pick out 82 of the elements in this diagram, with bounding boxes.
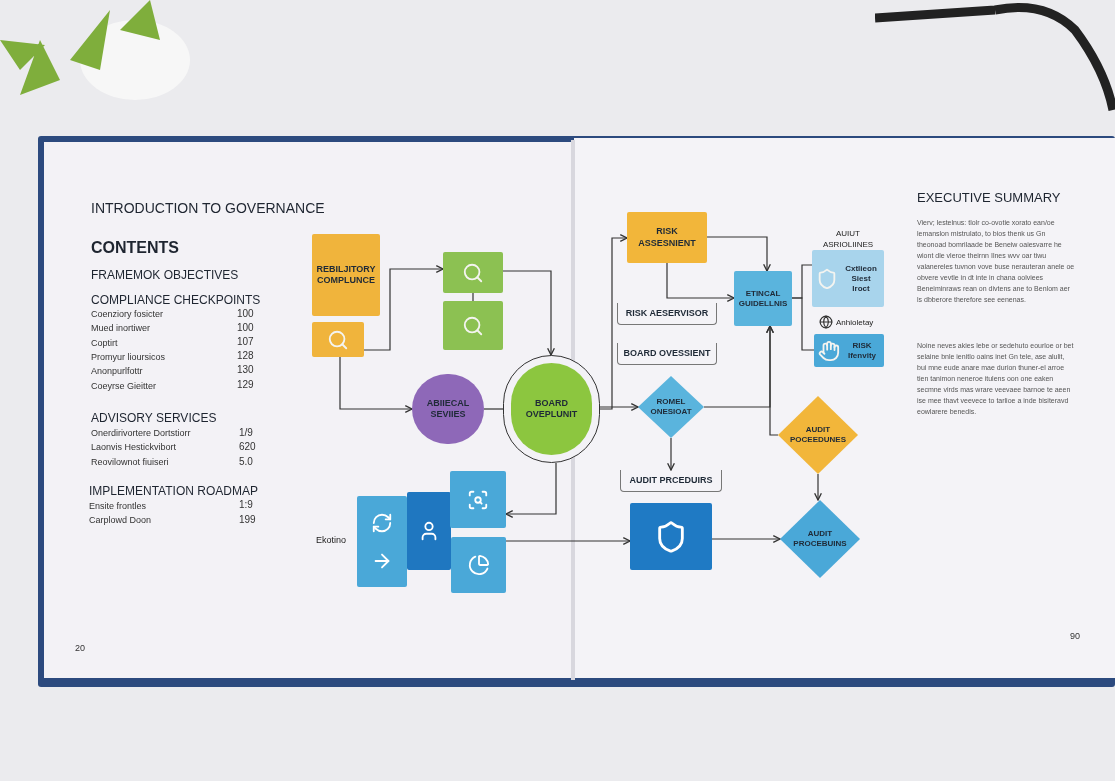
page-number: 1:9 (239, 498, 253, 512)
icon-tile (312, 322, 364, 357)
page-number: 90 (1070, 630, 1080, 643)
process-box (812, 250, 884, 307)
page-number: 129 (237, 378, 254, 392)
node-label: RISK ASSESNIENT (637, 226, 697, 249)
page-number: 100 (237, 307, 254, 321)
toc-entry: Carplowd Doon (89, 514, 152, 527)
toc-entry: Mued inortiwer (91, 322, 151, 335)
icon-tile (630, 503, 712, 570)
process-box (312, 234, 380, 316)
node-label: Cxtlieon Siest Iroct (844, 263, 878, 294)
toc-entry: Laonvis Hestickvibort (91, 441, 177, 454)
decision-diamond (780, 500, 860, 578)
connector-line (472, 292, 474, 302)
heading: CONTENTS (91, 238, 179, 258)
node-label: REBILJITORY COMPLUNCE (316, 263, 376, 287)
label-box (617, 343, 717, 365)
page-number: 1/9 (239, 426, 253, 440)
arrow (339, 356, 413, 414)
icon-tile (450, 471, 506, 528)
connector-line (791, 297, 815, 351)
icon-tile (357, 496, 407, 587)
arrow (502, 270, 556, 356)
process-box (734, 271, 792, 326)
toc-entry: Promyur lioursicos (91, 351, 166, 364)
page-number: 199 (239, 513, 256, 527)
process-box (627, 212, 707, 263)
diagram-label: Anhioletay (836, 317, 874, 329)
node-label: BOARD OVEPLUNIT (524, 397, 579, 421)
node-label: AUDIT PROCEBUINS (792, 529, 848, 549)
label-box (617, 303, 717, 325)
icon-tile (407, 492, 451, 570)
decision-diamond (638, 376, 704, 438)
page-number: 620 (239, 440, 256, 454)
toc-entry: Coeyrse Gieitter (91, 380, 157, 393)
arrow (711, 534, 781, 544)
section-heading: COMPLIANCE CHECKPOINTS (91, 292, 261, 309)
heading: EXECUTIVE SUMMARY (917, 189, 1061, 207)
node-label: BOARD OVESSIENT (623, 347, 711, 360)
arrow (765, 325, 779, 436)
toc-entry: Reovilownot fiuiseri (91, 456, 169, 469)
connector-line (483, 408, 504, 410)
decision-diamond (778, 396, 858, 474)
section-heading: IMPLEMENTATION ROADMAP (89, 483, 258, 500)
diagram-label: Ekotino (316, 534, 347, 547)
section-heading: ADVISORY SERVICES (91, 410, 217, 427)
process-box (814, 334, 884, 367)
group-heading: AUIUT ASRIOLIINES (821, 228, 875, 250)
node-label: ABIIECAL SEVIIES (425, 397, 471, 421)
icon-tile (451, 537, 506, 593)
toc-entry: Coptirt (91, 337, 118, 350)
node-label: ROMEL ONESIOAT (650, 397, 692, 417)
arrow (706, 236, 772, 272)
page-number: 107 (237, 335, 254, 349)
toc-entry: Coenziory fosicter (91, 308, 164, 321)
section-heading: FRAMEMOK OBJECTIVES (91, 267, 239, 284)
arrow (505, 536, 631, 546)
toc-entry: Anonpurlfottr (91, 365, 143, 378)
label-box (620, 470, 722, 492)
node-label: AUDIT POCEEDUNES (790, 425, 846, 445)
arrow (666, 262, 735, 303)
toc-entry: Ensite frontles (89, 500, 147, 513)
page-number: 128 (237, 349, 254, 363)
heading: INTRODUCTION TO GOVERNANCE (91, 199, 325, 218)
page-number: 5.0 (239, 455, 253, 469)
arrow (363, 264, 444, 351)
arrow (505, 462, 557, 519)
page-number: 100 (237, 321, 254, 335)
toc-entry: Onerdirivortere Dortstiorr (91, 427, 191, 440)
icon-tile (443, 252, 503, 293)
arrow (599, 402, 639, 412)
arrow (599, 233, 628, 410)
arrow (666, 437, 676, 471)
node-label: RISK AESERVISOR (625, 307, 709, 320)
page-number: 130 (237, 363, 254, 377)
node-label: RISK Ifenvity (847, 340, 877, 361)
node-label: ETINCAL GUIDELLNIS (738, 288, 788, 309)
node-label: AUDIT PRCEDUIRS (629, 474, 713, 487)
arrow (813, 473, 823, 501)
page-number: 20 (75, 642, 85, 655)
icon-tile (443, 301, 503, 350)
